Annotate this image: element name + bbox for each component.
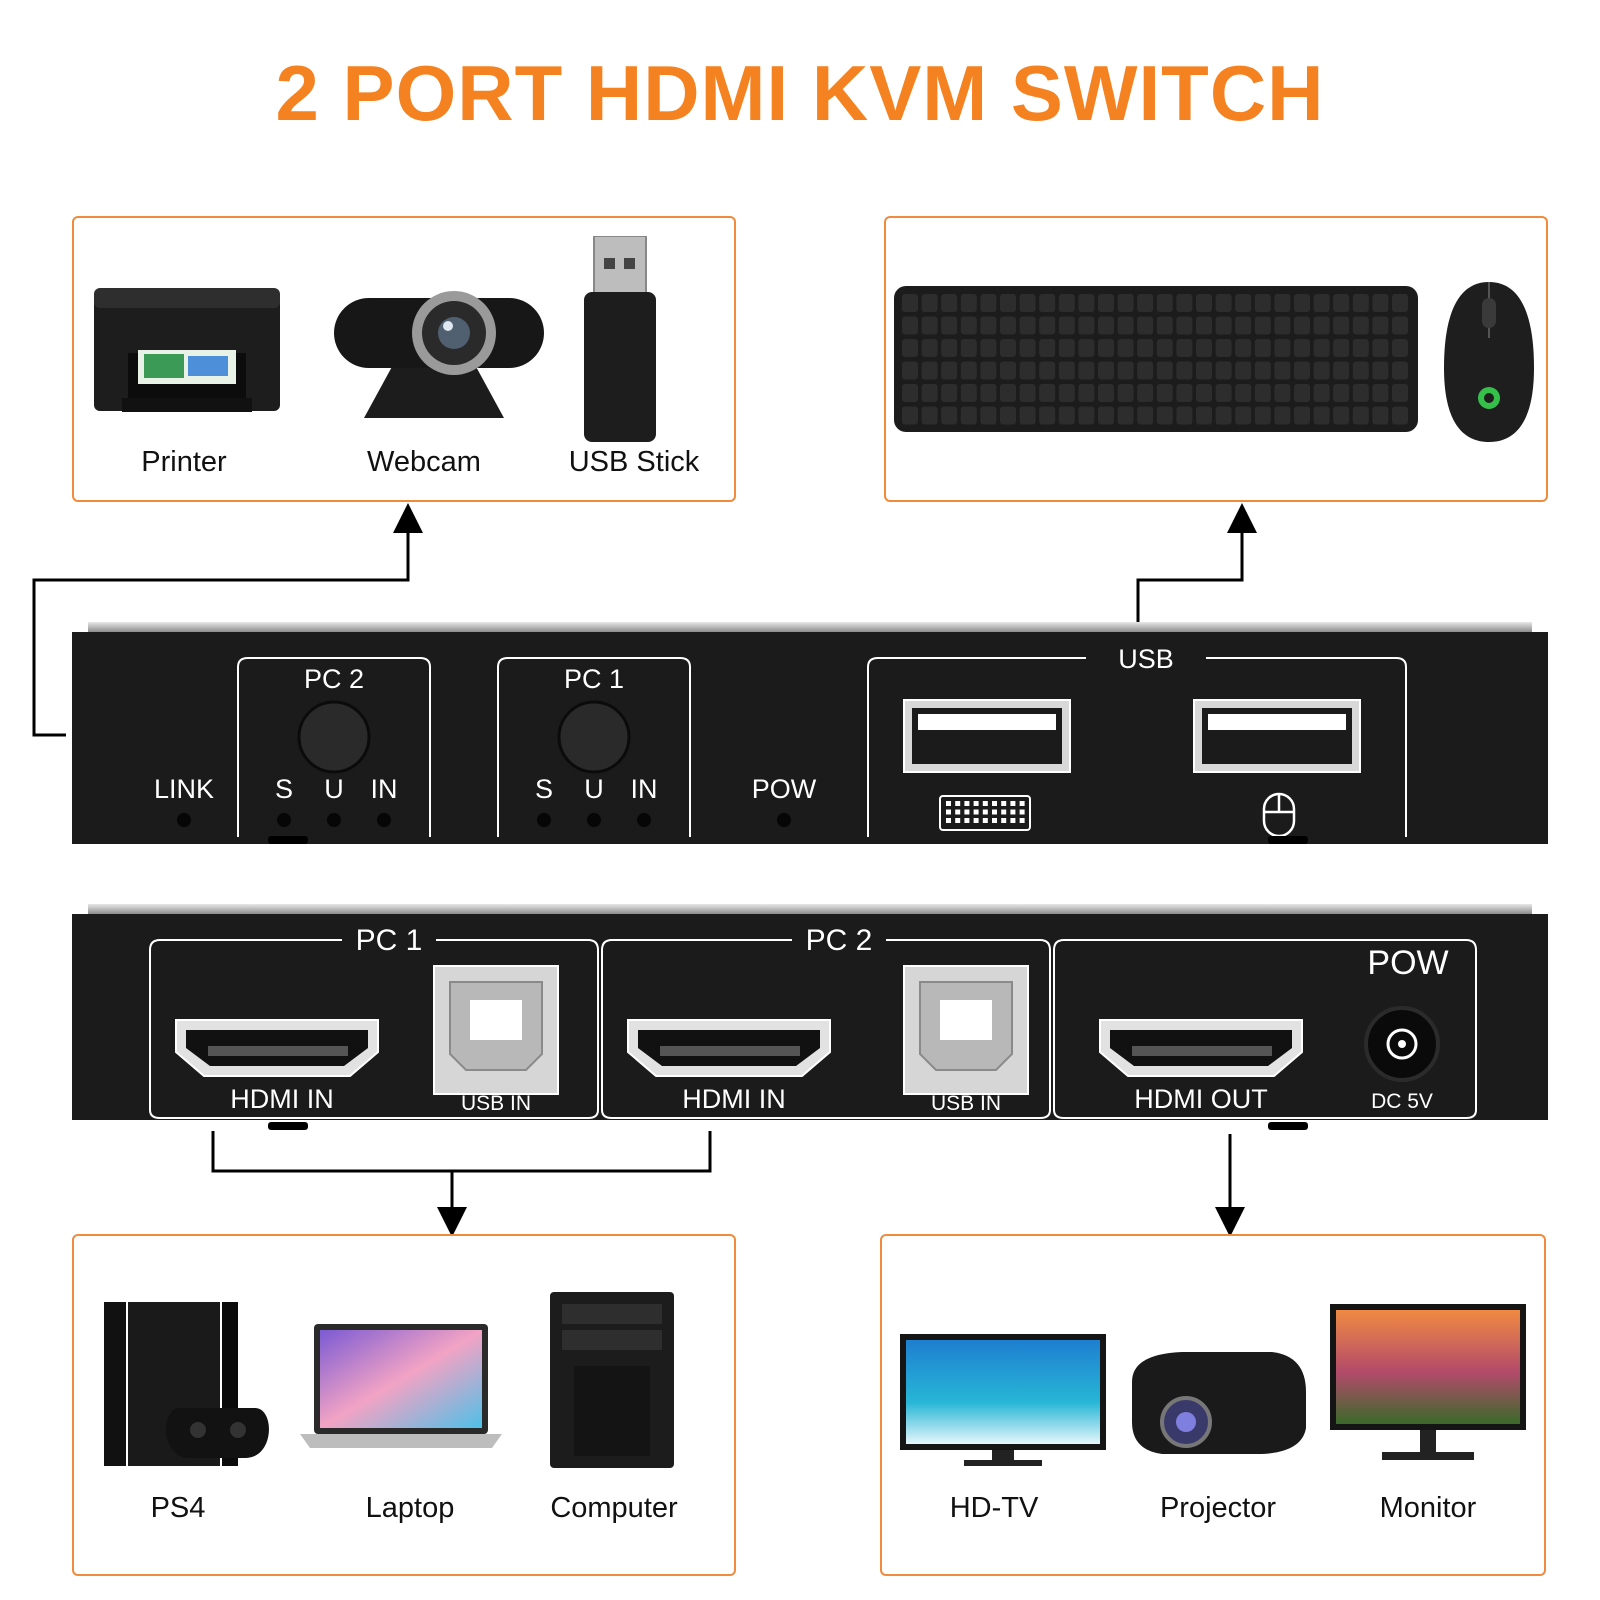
printer-label: Printer	[141, 446, 227, 478]
front-panel: LINK PC 2 S U IN PC 1 S U IN POW USB	[72, 622, 1548, 844]
pc1-rear-title: PC 1	[355, 924, 423, 957]
pc2-usb-label: USB IN	[930, 1092, 1001, 1115]
monitor-label: Monitor	[1379, 1492, 1477, 1524]
pc1-usb-label: USB IN	[460, 1092, 531, 1115]
page-title: 2 PORT HDMI KVM SWITCH	[275, 49, 1325, 137]
keyboard-port-icon	[939, 795, 1031, 831]
link-label: LINK	[153, 774, 215, 804]
pc2-front-title: PC 2	[303, 664, 365, 694]
pc1-in-label: IN	[630, 774, 658, 804]
connector-front-usb	[1136, 503, 1257, 622]
pc1-front-title: PC 1	[563, 664, 625, 694]
usb-front-title: USB	[1118, 644, 1174, 674]
computer-tower-icon	[550, 1292, 674, 1468]
pc2-in-label: IN	[370, 774, 398, 804]
connector-rear-pc	[211, 1131, 712, 1173]
keyboard-mouse-box	[884, 216, 1548, 502]
usb-stick-icon	[584, 236, 656, 442]
pc2-u-label: U	[324, 774, 344, 804]
pc2-rear-title: PC 2	[805, 924, 873, 957]
monitor-icon	[1330, 1304, 1526, 1460]
connector-front-left	[32, 503, 423, 737]
webcam-icon	[334, 291, 544, 418]
projector-icon	[1132, 1352, 1306, 1454]
tv-icon	[900, 1334, 1106, 1466]
computer-label: Computer	[550, 1492, 678, 1524]
pc2-s-label: S	[274, 774, 293, 804]
printer-icon	[94, 288, 280, 412]
dc-jack	[1364, 1006, 1440, 1082]
usb-stick-label: USB Stick	[568, 446, 700, 478]
dc-label: DC 5V	[1371, 1090, 1433, 1113]
hdtv-label: HD-TV	[949, 1492, 1039, 1524]
ps4-label: PS4	[150, 1492, 206, 1524]
hdmi-out-label: HDMI OUT	[1134, 1084, 1268, 1114]
rear-panel: PC 1 HDMI IN USB IN PC 2 HDMI IN USB IN …	[72, 904, 1548, 1130]
front-panel-body	[72, 622, 1548, 844]
pow-front-label: POW	[751, 774, 817, 804]
ps4-icon	[104, 1302, 269, 1466]
mouse-icon	[1444, 282, 1534, 442]
pc2-hdmi-label: HDMI IN	[682, 1084, 786, 1114]
pc1-u-label: U	[584, 774, 604, 804]
pc2-select-button	[297, 700, 371, 774]
pc1-select-button	[557, 700, 631, 774]
projector-label: Projector	[1159, 1492, 1277, 1524]
source-devices-box: PS4 Laptop Computer	[72, 1234, 736, 1576]
laptop-icon	[300, 1324, 502, 1448]
keyboard-icon	[894, 286, 1418, 432]
pc1-hdmi-label: HDMI IN	[230, 1084, 334, 1114]
laptop-label: Laptop	[365, 1492, 455, 1524]
rear-panel-body	[72, 904, 1548, 1130]
usb-peripherals-box: Printer Webcam USB Stick	[72, 216, 736, 502]
pc1-s-label: S	[534, 774, 553, 804]
display-devices-box: HD-TV Projector Monitor	[880, 1234, 1546, 1576]
webcam-label: Webcam	[367, 446, 481, 478]
pow-rear-label: POW	[1367, 944, 1449, 982]
